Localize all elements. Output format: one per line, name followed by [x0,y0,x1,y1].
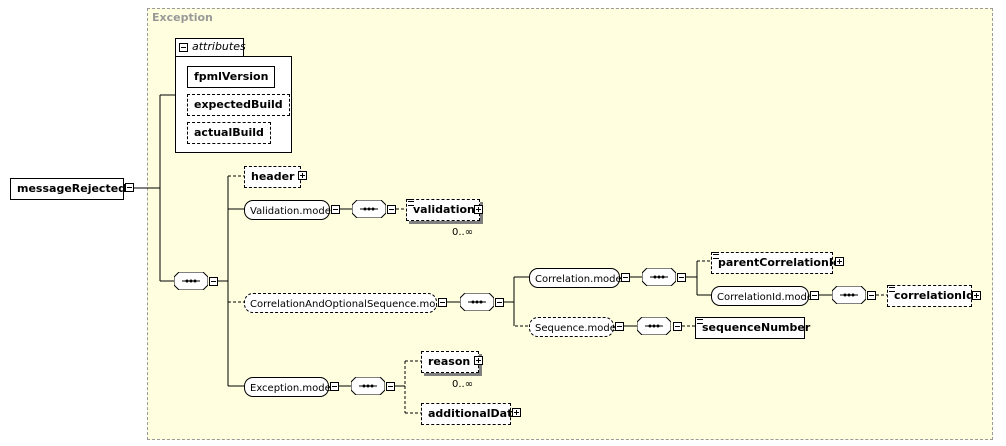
correlation-optional-sequence-group[interactable]: CorrelationAndOptionalSequence.mo... [244,293,445,313]
correlation-sequence-compositor[interactable] [460,293,494,311]
container-type-label: Exception [152,11,213,24]
sequence-model-group[interactable]: Sequence.model [529,317,619,337]
collapse-sequence-model-icon[interactable] [615,322,624,331]
additional-data-element[interactable]: additionalData [421,403,520,425]
attribute-expectedbuild[interactable]: expectedBuild [187,94,290,116]
collapse-correlation-id-sequence-icon[interactable] [867,291,876,300]
collapse-attributes-icon[interactable] [179,43,188,52]
root-element[interactable]: messageRejected [10,178,126,200]
exception-sequence-compositor[interactable] [351,377,385,395]
simple-content-icon [408,199,414,206]
simple-content-icon [713,252,719,259]
simple-content-icon [889,285,895,292]
expand-correlation-id-icon[interactable] [972,291,981,300]
collapse-sequence-model-sequence-icon[interactable] [673,322,682,331]
validation-occurrence: 0..∞ [452,227,474,238]
sequence-number-element[interactable]: sequenceNumber [695,317,810,339]
expand-parent-correlation-id-icon[interactable] [835,257,844,266]
expand-header-icon[interactable] [298,171,307,180]
expand-validation-icon[interactable] [474,205,483,214]
collapse-root-icon[interactable] [125,183,134,192]
attribute-fpmlversion[interactable]: fpmlVersion [187,66,276,88]
main-sequence-compositor[interactable] [174,272,208,290]
header-element[interactable]: header [244,166,302,188]
parent-correlation-id-element[interactable]: parentCorrelationId [711,252,841,274]
collapse-validation-model-icon[interactable] [331,205,340,214]
correlation-id-element[interactable]: correlationId [887,285,974,307]
collapse-correlation-model-icon[interactable] [621,273,630,282]
correlation-id-sequence-compositor[interactable] [832,286,866,304]
attributes-label: attributes [192,40,246,53]
correlation-model-group[interactable]: Correlation.model [529,268,624,288]
simple-content-icon [697,317,703,324]
collapse-validation-sequence-icon[interactable] [387,205,396,214]
collapse-correlation-optional-sequence-icon[interactable] [438,298,447,307]
sequence-model-sequence-compositor[interactable] [637,317,671,335]
correlation-model-sequence-compositor[interactable] [642,268,676,286]
exception-model-group[interactable]: Exception.model [244,377,334,397]
attributes-tab [175,38,244,57]
expand-additional-data-icon[interactable] [512,408,521,417]
attribute-actualbuild[interactable]: actualBuild [187,122,271,144]
collapse-exception-sequence-icon[interactable] [386,382,395,391]
collapse-correlation-sequence-icon[interactable] [495,298,504,307]
validation-sequence-compositor[interactable] [352,200,386,218]
expand-reason-icon[interactable] [474,356,483,365]
collapse-correlation-model-sequence-icon[interactable] [677,273,686,282]
collapse-correlation-id-model-icon[interactable] [810,291,819,300]
reason-element[interactable]: reason [421,351,479,373]
validation-element[interactable]: validation [406,199,480,221]
collapse-exception-model-icon[interactable] [330,382,339,391]
collapse-main-sequence-icon[interactable] [209,277,218,286]
validation-model-group[interactable]: Validation.model [244,200,334,220]
reason-occurrence: 0..∞ [452,379,474,390]
correlation-id-model-group[interactable]: CorrelationId.model [711,286,816,306]
